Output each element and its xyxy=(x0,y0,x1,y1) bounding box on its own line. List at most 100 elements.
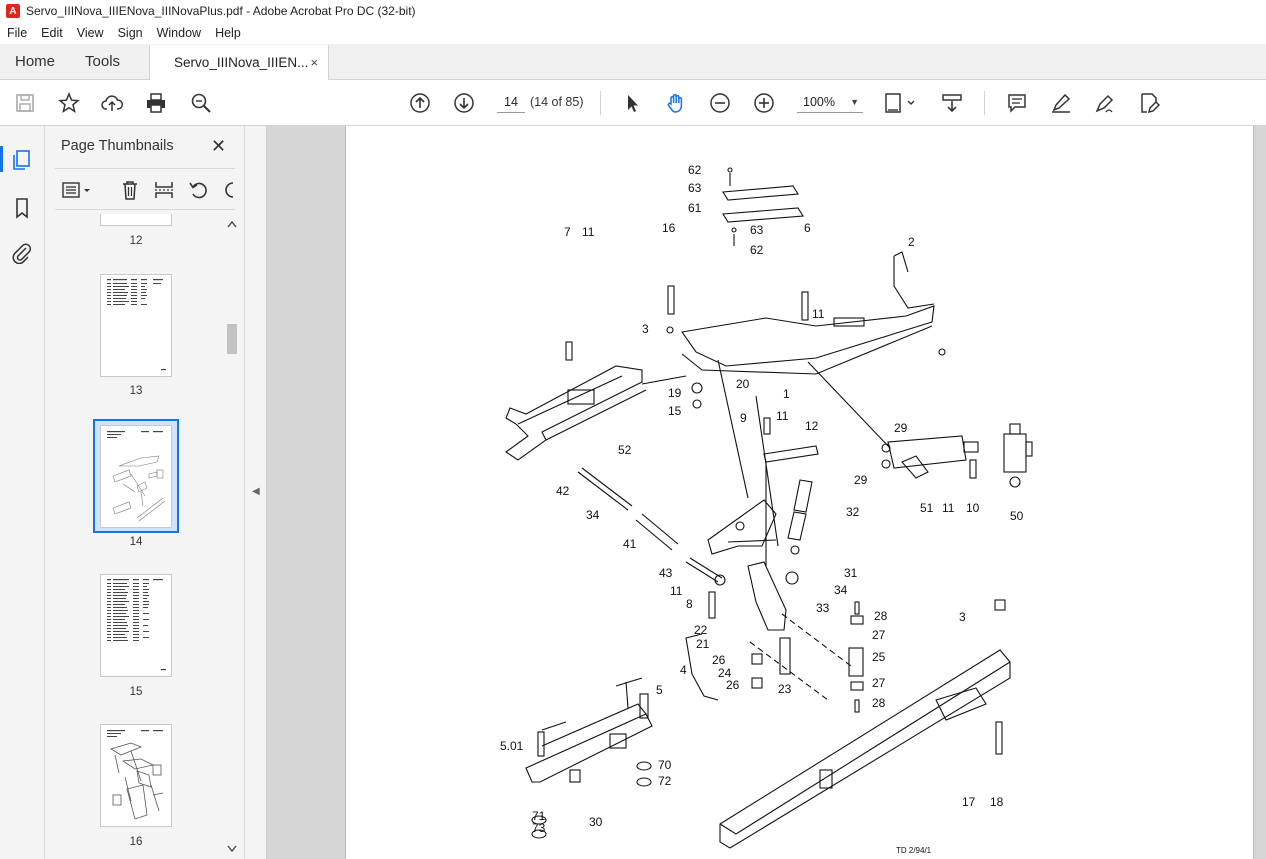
upload-cloud-icon[interactable] xyxy=(100,91,124,115)
thumbnail-page-15[interactable] xyxy=(100,574,172,677)
chevron-down-icon: ▼ xyxy=(850,97,859,107)
thumbnail-scrollbar[interactable] xyxy=(225,218,239,859)
part-number-label: 9 xyxy=(740,411,747,425)
part-number-label: 63 xyxy=(688,181,702,195)
part-number-label: 11 xyxy=(812,307,825,321)
part-number-label: 70 xyxy=(658,758,672,772)
menu-file[interactable]: File xyxy=(7,26,28,40)
options-menu-icon[interactable] xyxy=(61,179,93,201)
thumbnail-label: 12 xyxy=(129,235,143,247)
part-number-label: 42 xyxy=(556,484,570,498)
exploded-parts-diagram: 6263616362216671111312019155291112292951… xyxy=(500,163,1033,855)
menu-help[interactable]: Help xyxy=(215,26,241,40)
select-pointer-icon[interactable] xyxy=(620,91,644,115)
part-number-label: 11 xyxy=(942,501,955,515)
part-number-label: 19 xyxy=(668,386,682,400)
tab-home[interactable]: Home xyxy=(15,53,56,70)
part-number-label: 43 xyxy=(659,566,673,580)
part-number-label: 21 xyxy=(696,637,710,651)
part-number-label: 22 xyxy=(694,623,708,637)
part-number-label: 29 xyxy=(894,421,908,435)
part-number-label: 3 xyxy=(959,610,966,624)
page-thumbnails-icon[interactable] xyxy=(10,148,34,172)
part-number-label: 28 xyxy=(874,609,888,623)
thumbnail-tools xyxy=(55,168,235,210)
rotate-right-icon[interactable] xyxy=(221,179,235,201)
delete-page-icon[interactable] xyxy=(119,179,141,201)
part-number-label: 61 xyxy=(688,201,702,215)
bookmark-star-icon[interactable] xyxy=(57,91,81,115)
tab-document-label: Servo_IIINova_IIIEN... xyxy=(174,55,309,70)
save-icon[interactable] xyxy=(13,91,37,115)
rail-active-indicator xyxy=(0,146,3,172)
comment-icon[interactable] xyxy=(1005,91,1029,115)
part-number-label: 1 xyxy=(783,387,790,401)
bookmarks-icon[interactable] xyxy=(10,196,34,220)
thumbnail-preview xyxy=(107,431,166,522)
part-number-label: 27 xyxy=(872,628,886,642)
print-icon[interactable] xyxy=(144,91,168,115)
part-number-label: 2 xyxy=(908,235,915,249)
part-number-label: 20 xyxy=(736,377,750,391)
zoom-search-icon[interactable] xyxy=(189,91,213,115)
scroll-mode-icon[interactable] xyxy=(940,91,964,115)
part-number-label: 32 xyxy=(846,505,860,519)
thumbnail-page-16[interactable] xyxy=(100,724,172,827)
part-number-label: 71 xyxy=(532,809,546,823)
next-page-icon[interactable] xyxy=(452,91,476,115)
part-number-label: 15 xyxy=(668,404,682,418)
menu-sign[interactable]: Sign xyxy=(117,26,143,40)
part-number-label: 16 xyxy=(662,221,676,235)
highlight-pen-icon[interactable] xyxy=(1049,91,1073,115)
panel-collapse-strip[interactable]: ◀ xyxy=(245,126,267,859)
part-number-label: 4 xyxy=(680,663,687,677)
part-number-label: 52 xyxy=(618,443,632,457)
zoom-in-icon[interactable] xyxy=(752,91,776,115)
thumbnail-preview xyxy=(107,579,166,671)
collapse-arrow-icon: ◀ xyxy=(252,486,260,497)
tab-close-icon[interactable]: × xyxy=(310,55,319,70)
part-number-label: 8 xyxy=(686,597,693,611)
zoom-level-select[interactable]: 100% ▼ xyxy=(797,91,863,113)
part-number-label: 73 xyxy=(532,821,546,835)
part-number-label: 34 xyxy=(586,508,600,522)
part-number-label: 29 xyxy=(854,473,868,487)
thumbnail-label: 13 xyxy=(129,385,143,397)
thumbnail-page-14[interactable] xyxy=(100,425,172,528)
page-fit-icon[interactable] xyxy=(884,91,918,115)
part-number-label: 12 xyxy=(805,419,819,433)
part-number-label: 28 xyxy=(872,696,886,710)
part-number-label: 41 xyxy=(623,537,637,551)
part-number-label: 23 xyxy=(778,682,792,696)
thumbnail-page-13[interactable] xyxy=(100,274,172,377)
tab-document[interactable]: Servo_IIINova_IIIEN... × xyxy=(149,45,330,80)
menu-edit[interactable]: Edit xyxy=(41,26,63,40)
toolbar-divider xyxy=(984,91,985,115)
attachments-icon[interactable] xyxy=(10,241,34,265)
previous-page-icon[interactable] xyxy=(408,91,432,115)
menu-view[interactable]: View xyxy=(76,26,104,40)
part-number-label: 25 xyxy=(872,650,886,664)
edit-pdf-icon[interactable] xyxy=(1137,91,1161,115)
page-number-input[interactable]: 14 xyxy=(497,91,525,113)
title-bar: A Servo_IIINova_IIIENova_IIINovaPlus.pdf… xyxy=(0,0,1266,22)
part-number-label: 17 xyxy=(962,795,976,809)
hand-tool-icon[interactable] xyxy=(664,91,688,115)
extract-page-icon[interactable] xyxy=(153,179,175,201)
close-icon[interactable]: ✕ xyxy=(211,136,227,156)
zoom-out-icon[interactable] xyxy=(708,91,732,115)
thumbnail-page-12[interactable] xyxy=(100,214,172,226)
sign-pen-icon[interactable] xyxy=(1093,91,1117,115)
rotate-left-icon[interactable] xyxy=(187,179,209,201)
tab-tools[interactable]: Tools xyxy=(85,53,121,70)
thumbnail-preview xyxy=(107,279,166,371)
part-number-label: 11 xyxy=(670,584,683,598)
drawing-footer: TD 2/94/1 xyxy=(896,846,932,855)
menu-window[interactable]: Window xyxy=(156,26,202,40)
part-number-label: 5 xyxy=(656,683,663,697)
part-number-label: 11 xyxy=(776,409,789,423)
part-number-label: 5.01 xyxy=(500,739,524,753)
part-number-label: 26 xyxy=(712,653,726,667)
